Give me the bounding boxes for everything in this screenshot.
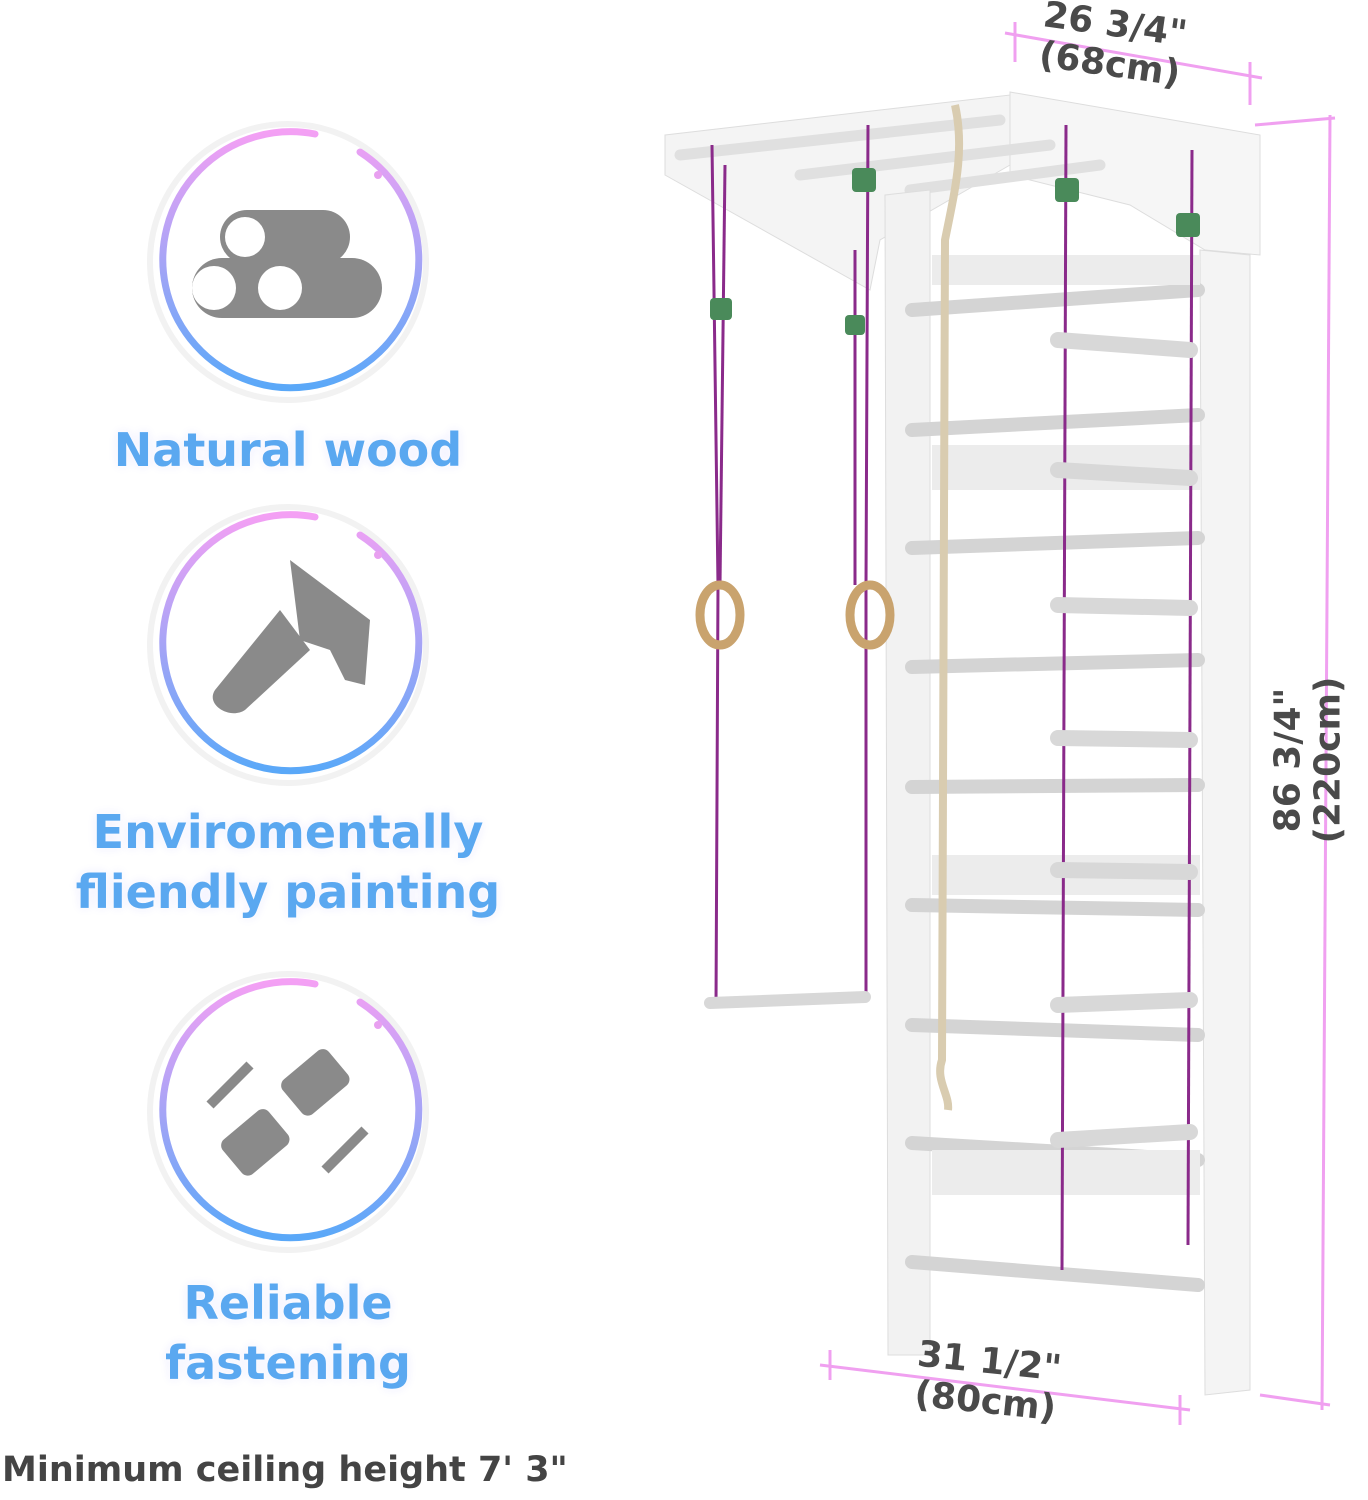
feature-line: fliendly painting <box>75 865 501 919</box>
logs-icon <box>192 210 382 318</box>
dimension-lines <box>819 22 1336 1425</box>
feature-label-fastening: Reliable fastening <box>40 1273 536 1393</box>
hook-clips <box>710 168 1200 335</box>
feature-label-painting: Enviromentally fliendly painting <box>40 802 536 922</box>
badge-fastening <box>147 971 429 1253</box>
dimension-metric: (220cm) <box>1307 676 1349 844</box>
badge-natural-wood <box>147 121 429 403</box>
badge-painting <box>147 504 429 786</box>
ceiling-height-note: Minimum ceiling height 7' 3" <box>2 1450 568 1490</box>
dimension-imperial: 86 3/4" <box>1267 687 1309 833</box>
feature-line: Enviromentally <box>92 805 484 859</box>
seatbelt-fastening-icon <box>206 1049 369 1176</box>
feature-line: fastening <box>165 1336 411 1390</box>
paint-brush-icon <box>212 560 370 714</box>
feature-label-natural-wood: Natural wood <box>40 420 536 480</box>
feature-line: Natural wood <box>113 423 463 477</box>
rope-ladder <box>1050 124 1198 1271</box>
climbing-rope <box>936 104 964 1111</box>
dimension-bottom-width: 31 1/2"(80cm) <box>911 1334 1064 1430</box>
trapeze-bar <box>704 991 871 1009</box>
feature-line: Reliable <box>183 1276 393 1330</box>
dimension-height: 86 3/4"(220cm) <box>1267 676 1349 844</box>
gymnastic-rings <box>695 124 895 1006</box>
